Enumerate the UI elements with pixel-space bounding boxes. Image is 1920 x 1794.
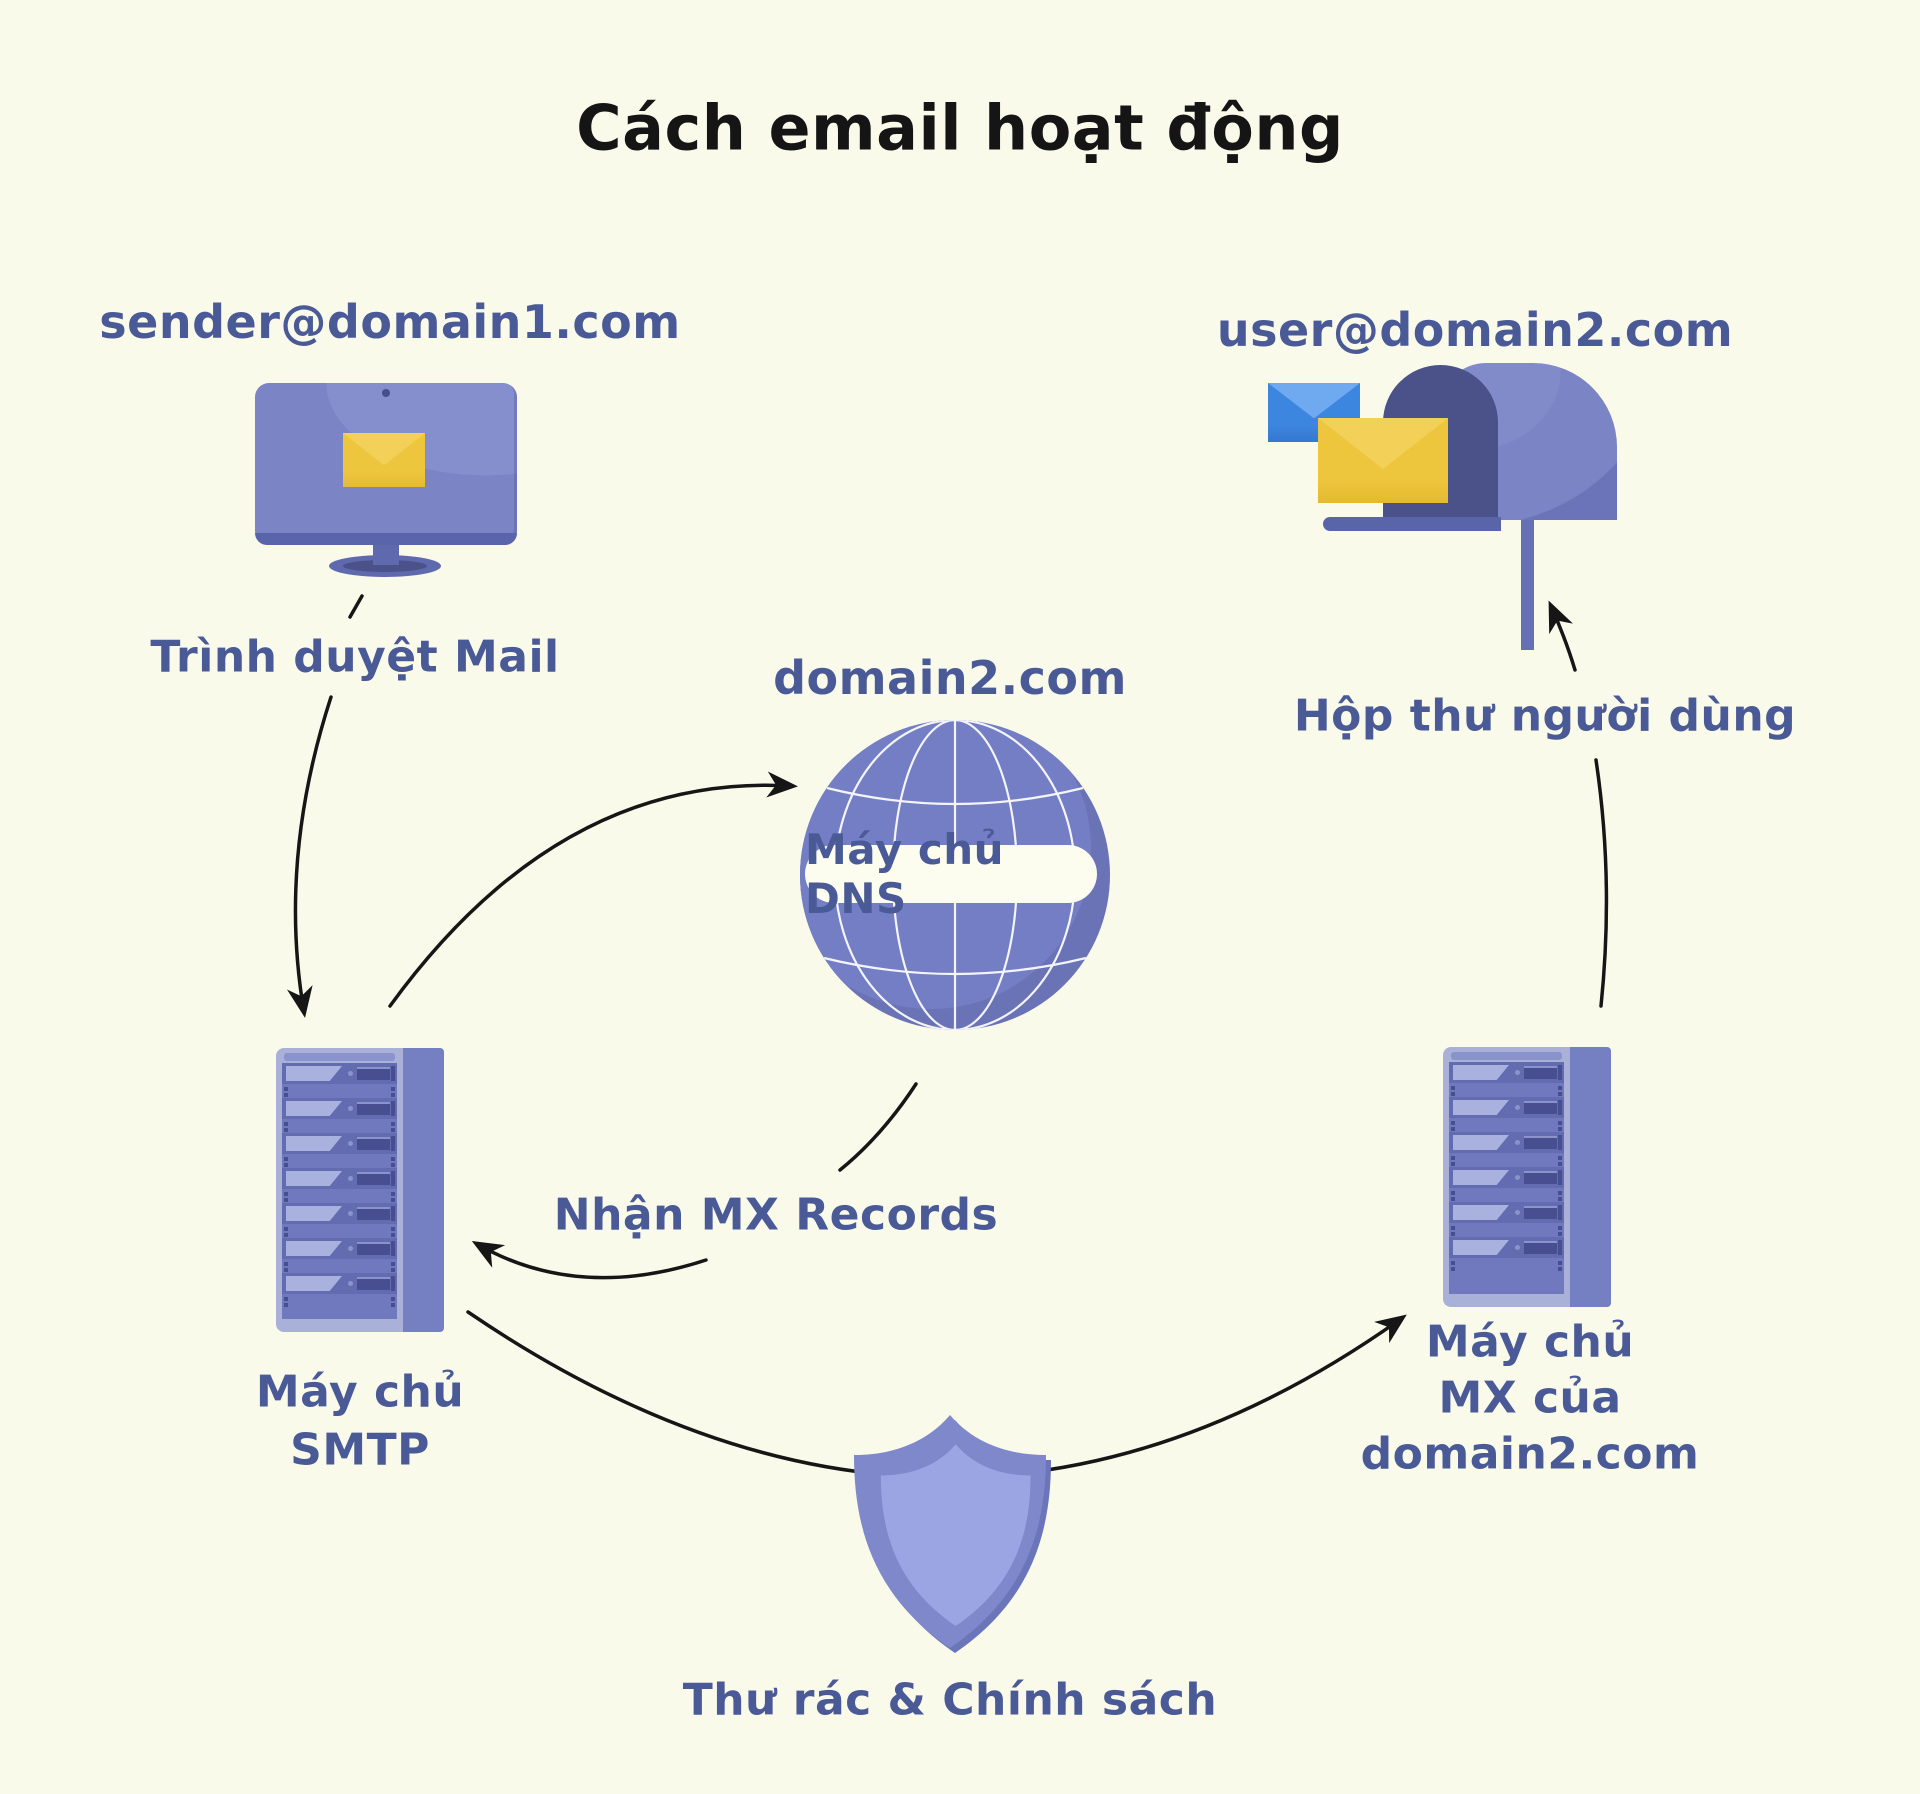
envelope-yellow-icon (1318, 418, 1448, 503)
camera-dot-icon (382, 389, 390, 397)
mailbox-post (1521, 520, 1534, 650)
mx-label-line3: domain2.com (1360, 1428, 1700, 1480)
envelope-blue-icon (1268, 383, 1360, 442)
dns-domain-label: domain2.com (773, 651, 1127, 705)
spam-policy-label: Thư rác & Chính sách (682, 1674, 1218, 1726)
sender-email-label: sender@domain1.com (99, 295, 681, 349)
mailbox-icon (1240, 360, 1640, 660)
arrow-mx-to-mailbox-upper (1548, 600, 1577, 672)
arrow-dns-to-smtp-lower (471, 1241, 708, 1280)
monitor-bezel (255, 533, 517, 545)
mail-client-label: Trình duyệt Mail (150, 631, 560, 683)
dns-server-badge: Máy chủ DNS (805, 825, 1097, 923)
mx-label-line1: Máy chủ (1425, 1316, 1635, 1368)
mailbox-tray (1323, 517, 1501, 531)
user-mailbox-label: Hộp thư người dùng (1293, 690, 1797, 742)
page-title: Cách email hoạt động (576, 91, 1344, 165)
mx-label-line2: MX của (1438, 1372, 1622, 1424)
arrow-dns-to-smtp-upper (838, 1082, 918, 1172)
envelope-icon (343, 433, 425, 487)
monitor-icon (255, 383, 517, 605)
mx-server-icon (1443, 1047, 1611, 1307)
mx-records-label: Nhận MX Records (553, 1189, 999, 1241)
arrow-mx-to-mailbox-lower (1594, 758, 1609, 1008)
monitor-base (329, 555, 441, 577)
smtp-server-icon (276, 1048, 444, 1332)
arrow-smtp-to-dns (388, 771, 798, 1008)
recipient-email-label: user@domain2.com (1216, 303, 1734, 357)
smtp-label-line1: Máy chủ (255, 1366, 465, 1418)
smtp-label-line2: SMTP (290, 1424, 430, 1476)
shield-icon (854, 1415, 1051, 1653)
arrow-sender-to-smtp (286, 695, 333, 1018)
arrow-sender-tick (348, 594, 364, 619)
monitor-stand (373, 541, 399, 565)
